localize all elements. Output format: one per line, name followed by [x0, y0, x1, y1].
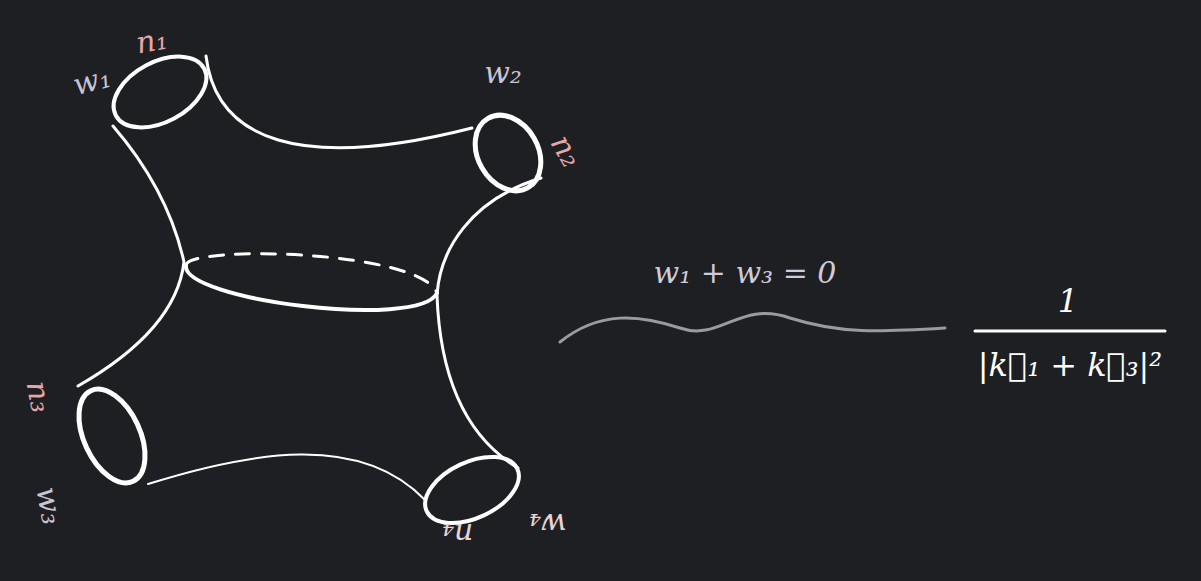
tube-edge: [437, 178, 541, 468]
constraint-formula: w₁ + w₃ = 0: [654, 256, 837, 289]
fraction-denominator: |k⃗₁ + k⃗₃|²: [978, 348, 1162, 383]
tube-edge: [206, 56, 472, 148]
momentum-label: n₄: [442, 518, 473, 551]
winding-label: w₄: [529, 508, 567, 541]
wavy-line: [560, 313, 945, 342]
momentum-label: n₁: [134, 21, 171, 59]
tube-end: [102, 42, 218, 142]
winding-label: w₃: [30, 484, 69, 527]
momentum-label: n₂: [545, 128, 589, 172]
tube-end: [462, 103, 554, 202]
cut-circle-back: [186, 254, 437, 293]
winding-label: w₁: [70, 59, 115, 101]
winding-label: w₂: [484, 56, 522, 89]
momentum-label: n₃: [21, 378, 59, 415]
tube-edge: [148, 454, 425, 500]
tube-end: [65, 379, 158, 493]
fraction-numerator: 1: [1058, 284, 1078, 319]
fraction-bar: [975, 330, 1165, 333]
cut-circle-front: [186, 265, 437, 310]
tube-edge: [78, 126, 184, 386]
